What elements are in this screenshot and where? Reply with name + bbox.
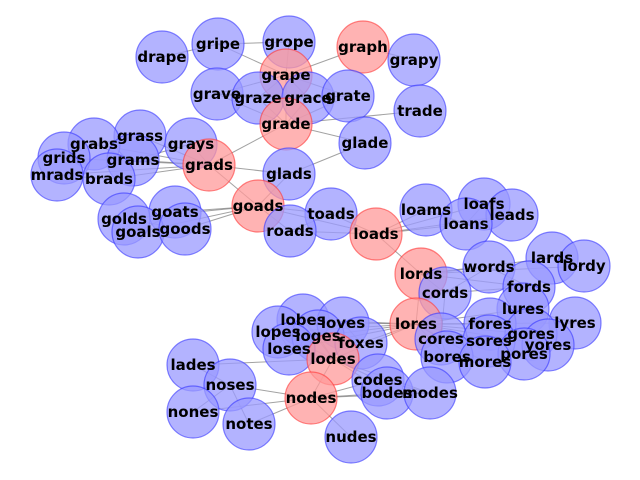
node-label-bores: bores	[423, 348, 471, 366]
node-label-grade: grade	[261, 115, 310, 133]
node-label-lards: lards	[531, 249, 573, 267]
node-label-leads: leads	[489, 206, 534, 224]
node-grads	[182, 138, 236, 192]
node-label-fords: fords	[507, 278, 551, 296]
node-label-codes: codes	[353, 371, 402, 389]
node-label-lopes: lopes	[255, 323, 300, 341]
node-label-grope: grope	[264, 33, 313, 51]
node-label-grads: grads	[185, 156, 233, 174]
node-loads	[349, 207, 403, 261]
node-label-nudes: nudes	[325, 428, 376, 446]
node-label-sores: sores	[466, 332, 512, 350]
node-label-grids: grids	[43, 149, 86, 167]
node-label-toads: toads	[307, 205, 354, 223]
node-drape	[135, 30, 189, 84]
node-label-grape: grape	[261, 66, 310, 84]
node-label-loves: loves	[321, 314, 365, 332]
node-label-golds: golds	[101, 210, 147, 228]
node-label-bodes: bodes	[362, 384, 413, 402]
node-label-loams: loams	[401, 201, 451, 219]
node-label-goads: goads	[233, 197, 284, 215]
node-label-nones: nones	[168, 403, 219, 421]
node-grate	[321, 69, 375, 123]
node-label-foxes: foxes	[338, 334, 384, 352]
node-graph	[336, 20, 390, 74]
node-trade	[393, 84, 447, 138]
node-label-noses: noses	[205, 376, 254, 394]
node-label-loads: loads	[353, 225, 398, 243]
node-label-glade: glade	[342, 134, 389, 152]
node-label-mores: mores	[459, 353, 512, 371]
node-label-cores: cores	[418, 330, 464, 348]
node-label-loges: loges	[295, 327, 340, 345]
node-nodes	[284, 371, 338, 425]
node-lordy	[557, 239, 611, 293]
node-label-grams: grams	[107, 151, 160, 169]
node-label-loafs: loafs	[463, 195, 504, 213]
node-label-grabs: grabs	[70, 135, 118, 153]
node-label-goats: goats	[151, 203, 198, 221]
node-label-lordy: lordy	[562, 257, 606, 275]
node-label-mrads: mrads	[31, 166, 84, 184]
node-label-lords: lords	[400, 265, 443, 283]
node-label-lobes: lobes	[280, 311, 325, 329]
node-nudes	[324, 410, 378, 464]
node-label-goals: goals	[115, 223, 160, 241]
node-notes	[222, 397, 276, 451]
node-label-fores: fores	[468, 315, 511, 333]
node-glade	[338, 116, 392, 170]
node-label-trade: trade	[397, 102, 443, 120]
node-label-goods: goods	[159, 220, 210, 238]
node-label-modes: modes	[402, 384, 458, 402]
node-label-cords: cords	[422, 284, 468, 302]
node-label-drape: drape	[137, 48, 186, 66]
node-label-notes: notes	[225, 415, 272, 433]
node-label-gores: gores	[507, 325, 555, 343]
node-mores	[458, 335, 512, 389]
node-label-nodes: nodes	[286, 389, 337, 407]
node-label-lyres: lyres	[554, 314, 595, 332]
node-label-loses: loses	[267, 340, 311, 358]
node-label-grass: grass	[117, 127, 163, 145]
node-label-pores: pores	[500, 345, 548, 363]
node-label-lores: lores	[395, 315, 437, 333]
node-label-brads: brads	[85, 170, 133, 188]
node-label-loans: loans	[443, 215, 488, 233]
node-label-words: words	[463, 258, 514, 276]
node-roads	[263, 204, 317, 258]
node-label-gripe: gripe	[196, 35, 240, 53]
node-label-lades: lades	[170, 356, 215, 374]
node-label-graze: graze	[234, 89, 281, 107]
node-label-grace: grace	[284, 89, 331, 107]
node-label-graph: graph	[338, 38, 388, 56]
node-label-glads: glads	[266, 165, 312, 183]
node-label-lures: lures	[502, 300, 544, 318]
node-label-yores: yores	[525, 336, 572, 354]
node-modes	[403, 366, 457, 420]
node-label-grate: grate	[325, 87, 371, 105]
node-label-lodes: lodes	[310, 350, 355, 368]
node-label-grays: grays	[168, 135, 215, 153]
node-loans	[439, 197, 493, 251]
node-label-grapy: grapy	[390, 51, 439, 69]
node-label-roads: roads	[266, 222, 314, 240]
node-goods	[158, 202, 212, 256]
node-nones	[166, 385, 220, 439]
node-label-grave: grave	[193, 85, 241, 103]
